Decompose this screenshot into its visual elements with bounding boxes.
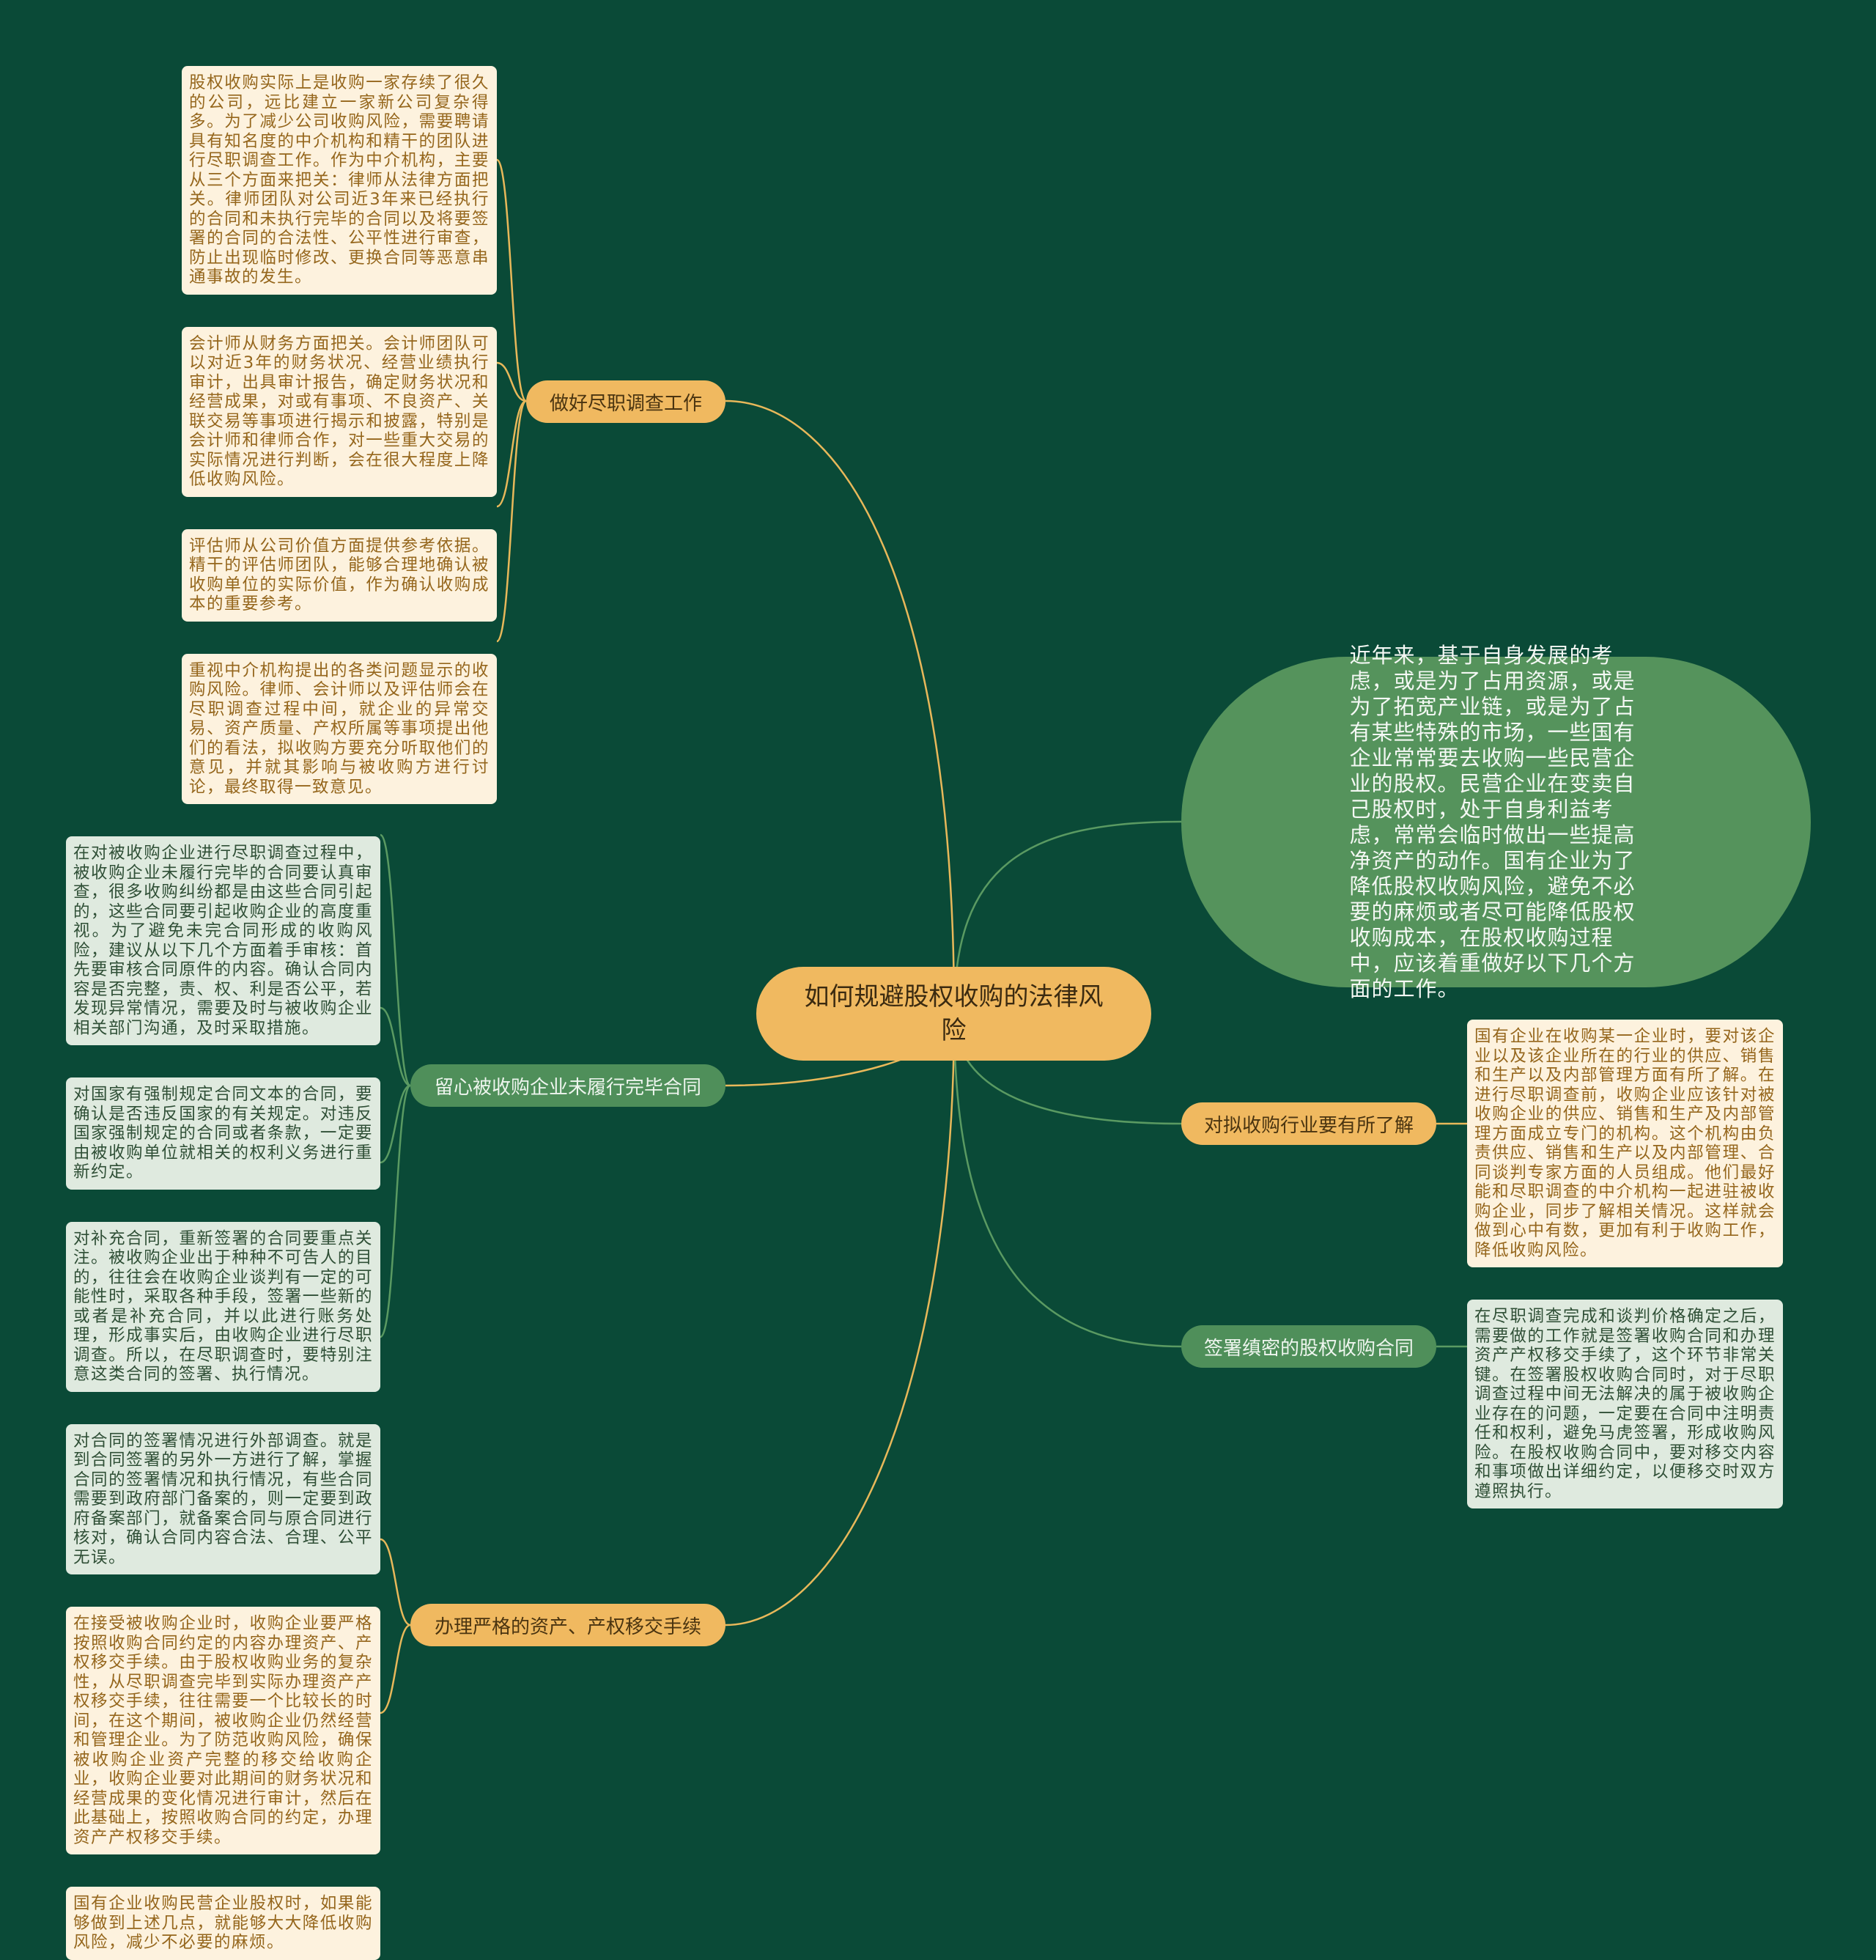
- note-supplementary[interactable]: 对补充合同，重新签署的合同要重点关注。被收购企业出于种种不可告人的目的，往往会在…: [66, 1221, 380, 1392]
- connector-lines: [379, 158, 1467, 1714]
- branch-sign-contract[interactable]: 签署缜密的股权收购合同: [1181, 1325, 1436, 1368]
- branch-industry-knowledge[interactable]: 对拟收购行业要有所了解: [1181, 1102, 1436, 1145]
- note-intermediary-risk[interactable]: 重视中介机构提出的各类问题显示的收购风险。律师、会计师以及评估师会在尽职调查过程…: [182, 653, 497, 804]
- note-transfer-procedure[interactable]: 在接受被收购企业时，收购企业要严格按照收购合同约定的内容办理资产、产权移交手续。…: [66, 1607, 380, 1854]
- note-accountant[interactable]: 会计师从财务方面把关。会计师团队可以对近3年的财务状况、经营业绩执行审计，出具审…: [182, 326, 497, 497]
- note-mandatory-text[interactable]: 对国家有强制规定合同文本的合同，要确认是否违反国家的有关规定。对违反国家强制规定…: [66, 1077, 380, 1190]
- central-topic[interactable]: 如何规避股权收购的法律风险: [756, 967, 1151, 1061]
- link-center-b2: [725, 1013, 956, 1626]
- left-notes-column: 股权收购实际上是收购一家存续了很久的公司，远比建立一家新公司复杂得多。为了减少公…: [66, 66, 497, 1960]
- note-appraiser[interactable]: 评估师从公司价值方面提供参考依据。精干的评估师团队，能够合理地确认被收购单位的实…: [182, 528, 497, 622]
- branch-unfinished-contracts[interactable]: 留心被收购企业未履行完毕合同: [410, 1064, 725, 1107]
- branch-due-diligence[interactable]: 做好尽职调查工作: [526, 380, 725, 423]
- note-lawyer[interactable]: 股权收购实际上是收购一家存续了很久的公司，远比建立一家新公司复杂得多。为了减少公…: [182, 66, 497, 295]
- link-center-b0: [725, 399, 956, 1014]
- note-external-check[interactable]: 对合同的签署情况进行外部调查。就是到合同签署的另外一方进行了解，掌握合同的签署情…: [66, 1423, 380, 1574]
- link-center-b4: [953, 1013, 1182, 1348]
- note-industry[interactable]: 国有企业在收购某一企业时，要对该企业以及该企业所在的行业的供应、销售和生产以及内…: [1467, 1020, 1783, 1267]
- branch-asset-transfer[interactable]: 办理严格的资产、产权移交手续: [410, 1604, 725, 1646]
- right-notes-column: 国有企业在收购某一企业时，要对该企业以及该企业所在的行业的供应、销售和生产以及内…: [1467, 1020, 1783, 1508]
- intro-node[interactable]: 近年来，基于自身发展的考虑，或是为了占用资源，或是为了拓宽产业链，或是为了占有某…: [1181, 643, 1811, 1001]
- note-review-original[interactable]: 在对被收购企业进行尽职调查过程中，被收购企业未履行完毕的合同要认真审查，很多收购…: [66, 836, 380, 1045]
- note-contract[interactable]: 在尽职调查完成和谈判价格确定之后，需要做的工作就是签署收购合同和办理资产产权移交…: [1467, 1300, 1783, 1508]
- link-center-intro: [953, 820, 1182, 1014]
- note-conclusion[interactable]: 国有企业收购民营企业股权时，如果能够做到上述几点，就能够大大降低收购风险，减少不…: [66, 1887, 380, 1960]
